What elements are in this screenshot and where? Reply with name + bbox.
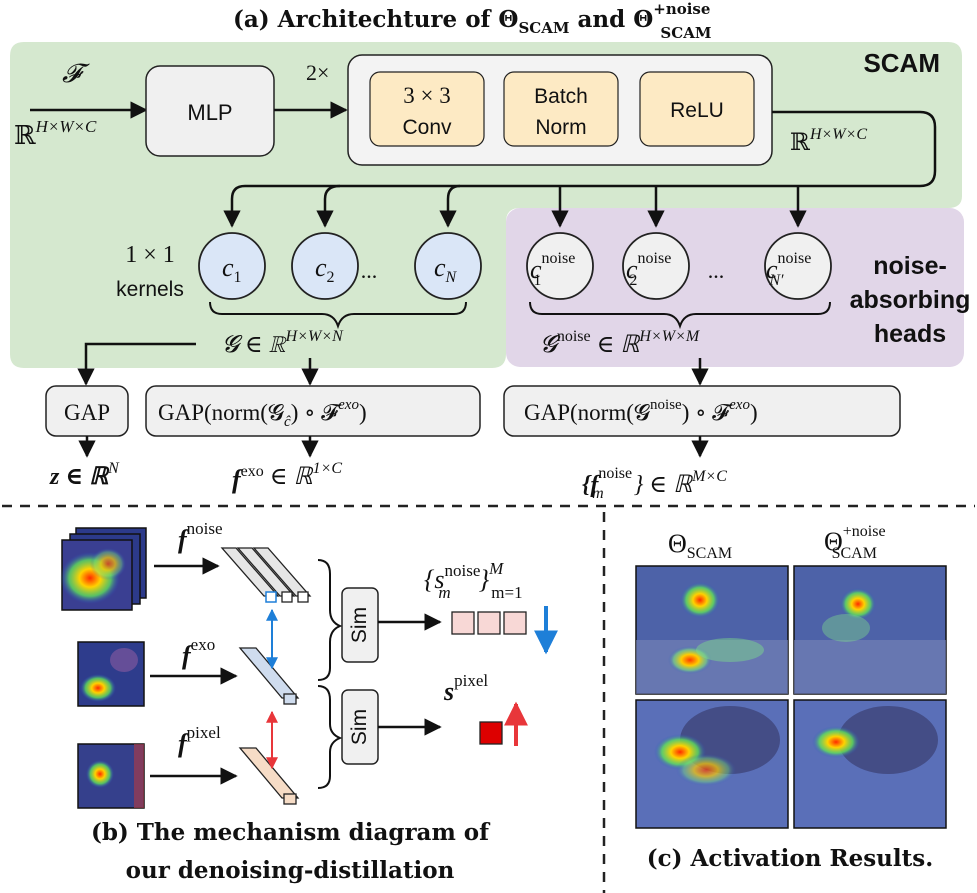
fnoise-label: fnoise xyxy=(178,519,223,554)
g-tensor-label: 𝓖 ∈ ℝH×W×N xyxy=(222,328,344,358)
noise-kernel-cn xyxy=(764,232,832,300)
sim-label-2: Sim xyxy=(348,709,371,745)
input-space-label: ℝH×W×C xyxy=(14,117,97,150)
panel-b-caption-line2: our denoising-distillation xyxy=(126,857,455,884)
gap-noise-box xyxy=(503,385,901,437)
snoise-square-2 xyxy=(477,611,501,635)
kernel-cn xyxy=(414,232,482,300)
kernels-label-line2: kernels xyxy=(116,278,184,301)
sim-box-1 xyxy=(341,587,379,663)
noise-kernel-c2 xyxy=(622,232,690,300)
pixel-heatmap-image xyxy=(77,743,145,809)
g-to-gap-arrow xyxy=(77,342,196,386)
kernel-c1-label: c1 xyxy=(222,253,242,286)
panel-c-caption: (c) Activation Results. xyxy=(647,845,933,872)
conv-box xyxy=(369,71,485,147)
activation-scam-row1 xyxy=(635,565,789,695)
noise-kernel-c1 xyxy=(526,232,594,300)
noise-kernel-brace xyxy=(529,301,831,330)
sim2-group-brace xyxy=(317,685,343,789)
scam-label: SCAM xyxy=(863,48,940,78)
noise-heads-region xyxy=(506,208,964,367)
kernel-c1 xyxy=(198,232,266,300)
kernel-ellipsis: ... xyxy=(361,258,378,283)
exo-heatmap-image xyxy=(77,641,145,707)
noise-heads-label-line1: noise- xyxy=(873,252,947,280)
exo-feature-bar xyxy=(238,647,300,699)
spixel-label: spixel xyxy=(443,671,488,706)
noise-heads-label-line2: absorbing xyxy=(850,286,971,314)
z-output-label: z ∈ ℝN xyxy=(49,460,120,490)
sim1-group-brace xyxy=(317,559,343,681)
batchnorm-box xyxy=(503,71,619,147)
panel-b: fnoise fexo fpixel xyxy=(60,519,558,884)
gnoise-tensor-label: 𝓖noise ∈ ℝH×W×M xyxy=(540,328,701,358)
kernel-c2-label: c2 xyxy=(315,253,335,286)
pixel-feature-bar xyxy=(238,747,300,799)
block-output-loop xyxy=(223,110,937,228)
exo-feature-bar-end xyxy=(283,693,297,705)
branch-to-cn xyxy=(439,184,461,228)
conv-label-line2: Conv xyxy=(402,116,452,139)
kernels-label-line1: 1 × 1 xyxy=(125,242,175,268)
kernel-cn-label: cN xyxy=(434,253,458,286)
gap-exo-box xyxy=(145,385,481,437)
gap-exo-label: GAP(norm(𝓖ĉ) ∘ 𝓕exo) xyxy=(158,397,367,430)
gap-noise-label: GAP(norm(𝓖noise) ∘ 𝓕exo) xyxy=(524,397,758,425)
noise-heads-label-line3: heads xyxy=(874,320,946,348)
col1-header: ΘSCAM xyxy=(668,529,732,562)
kernel-brace xyxy=(209,301,467,330)
activation-scam-noise-row1 xyxy=(793,565,947,695)
repeat-label: 2× xyxy=(306,60,329,85)
activation-scam-noise-row2 xyxy=(793,699,947,829)
noise-feature-bars xyxy=(220,547,312,603)
fexo-output-label: fexo ∈ ℝ1×C xyxy=(232,460,342,494)
pixel-feature-bar-end xyxy=(283,793,297,805)
relu-label: ReLU xyxy=(670,99,724,122)
activation-scam-row2 xyxy=(635,699,789,829)
kernel-c2 xyxy=(291,232,359,300)
batchnorm-label-line1: Batch xyxy=(534,85,588,108)
spixel-square xyxy=(479,721,503,745)
noise-heatmap-stack xyxy=(60,527,147,611)
sim-label-1: Sim xyxy=(348,607,371,643)
relu-box xyxy=(639,71,755,147)
branch-to-c2 xyxy=(316,184,341,228)
conv-label-line1: 3 × 3 xyxy=(403,83,450,108)
fpixel-label: fpixel xyxy=(178,723,221,758)
gap-label: GAP xyxy=(64,400,110,425)
batchnorm-label-line2: Norm xyxy=(535,116,586,139)
snoise-square-3 xyxy=(503,611,527,635)
block-output-space-label: ℝH×W×C xyxy=(790,126,867,156)
snoise-square-1 xyxy=(451,611,475,635)
noise-kernel-ellipsis: ... xyxy=(708,258,725,283)
panel-b-caption-line1: (b) The mechanism diagram of xyxy=(91,819,491,846)
fexo-label: fexo xyxy=(182,635,215,670)
mlp-label: MLP xyxy=(187,100,232,125)
